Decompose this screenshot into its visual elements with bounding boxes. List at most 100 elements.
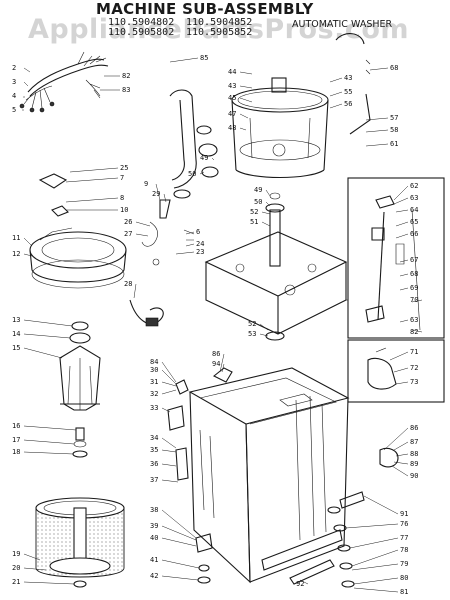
callout-leader [65, 197, 119, 203]
callout-number: 34 [150, 434, 158, 442]
callout-number: 71 [410, 348, 418, 356]
callout-leader [65, 177, 119, 183]
callout-number: 50 [254, 198, 262, 206]
callout-leader [393, 185, 409, 201]
callout-leader [345, 523, 399, 529]
callout-leader [395, 221, 409, 227]
callout-leader [299, 579, 309, 585]
callout-number: 25 [120, 164, 128, 172]
callout-leader [395, 453, 409, 457]
callout-number: 45 [228, 94, 236, 102]
callout-leader [161, 525, 197, 541]
callout-leader [161, 575, 199, 581]
callout-number: 9 [144, 180, 148, 188]
callout-leader [23, 67, 31, 73]
small-brackets-part [38, 173, 195, 266]
callout-leader [239, 97, 253, 103]
callout-number: 24 [196, 240, 204, 248]
callout-number: 49 [254, 186, 262, 194]
callout-leader [161, 509, 197, 539]
callout-leader [239, 127, 247, 131]
spin-basket-part [35, 497, 125, 588]
suspension-rod-part [365, 195, 421, 331]
splash-guard-part [29, 227, 127, 289]
callout-number: 87 [410, 438, 418, 446]
transmission-base-part [204, 192, 348, 341]
callout-number: 94 [212, 360, 220, 368]
callout-leader [161, 361, 177, 383]
callout-number: 81 [400, 588, 408, 596]
wire-harness-part [19, 51, 109, 113]
callout-number: 82 [122, 72, 130, 80]
callout-number: 79 [400, 560, 408, 568]
callout-number: 63 [410, 194, 418, 202]
callout-leader [365, 143, 389, 147]
callout-number: 67 [410, 256, 418, 264]
callout-number: 20 [12, 564, 20, 572]
callout-number: 62 [410, 182, 418, 190]
callout-leader [265, 189, 271, 197]
model-number-4: 110.5905852 [186, 27, 253, 38]
callout-leader [23, 439, 75, 445]
callout-leader [161, 389, 177, 395]
callout-leader [265, 201, 271, 207]
callout-number: 70 [410, 296, 418, 304]
callout-number: 43 [228, 82, 236, 90]
callout-leader [161, 407, 171, 413]
callout-leader [23, 333, 71, 339]
callout-leader [155, 183, 161, 201]
callout-number: 3 [12, 78, 16, 86]
agitator-small-parts [72, 427, 88, 458]
callout-number: 7 [120, 174, 124, 182]
callout-leader [363, 495, 399, 515]
callout-leader [353, 587, 399, 593]
model-number-2: 110.5904852 [186, 17, 253, 28]
callout-leader [393, 441, 409, 451]
callout-leader [23, 237, 33, 247]
callout-leader [329, 77, 343, 83]
callout-number: 40 [150, 534, 158, 542]
callout-leader [259, 323, 269, 331]
agitator-part [59, 321, 101, 411]
callout-number: 15 [12, 344, 20, 352]
callout-leader [211, 157, 215, 161]
callout-leader [163, 193, 167, 203]
callout-number: 6 [196, 228, 200, 236]
diagram-subtitle: AUTOMATIC WASHER [292, 19, 393, 30]
callout-leader [161, 559, 200, 569]
callout-number: 72 [410, 364, 418, 372]
callout-leader [161, 381, 177, 387]
callout-number: 19 [12, 550, 20, 558]
callout-leader [369, 67, 389, 71]
callout-leader [221, 363, 225, 373]
callout-leader [239, 71, 253, 75]
callout-leader [185, 243, 195, 247]
callout-leader [259, 333, 269, 337]
power-cord-part [129, 299, 164, 327]
callout-number: 49 [200, 154, 208, 162]
callout-leader [393, 197, 409, 205]
callout-number: 86 [212, 350, 220, 358]
callout-number: 80 [400, 574, 408, 582]
fill-tube-part [335, 33, 371, 135]
callout-number: 26 [124, 218, 132, 226]
callout-leader [23, 253, 33, 257]
callout-number: 21 [12, 578, 20, 586]
callout-number: 91 [400, 510, 408, 518]
callout-number: 10 [120, 206, 128, 214]
callout-leader [395, 381, 409, 385]
callout-leader [169, 57, 199, 63]
callout-leader [23, 553, 41, 561]
callout-leader [23, 347, 63, 359]
callout-leader [399, 273, 409, 277]
callout-number: 51 [250, 218, 258, 226]
callout-number: 28 [124, 280, 132, 288]
callout-number: 58 [390, 126, 398, 134]
callout-number: 55 [344, 88, 352, 96]
callout-number: 38 [150, 506, 158, 514]
callout-leader [393, 367, 409, 373]
callout-leader [391, 465, 409, 477]
callout-layer: 2345828385444345474849504355565758616825… [12, 54, 423, 596]
cabinet-part [188, 367, 350, 584]
